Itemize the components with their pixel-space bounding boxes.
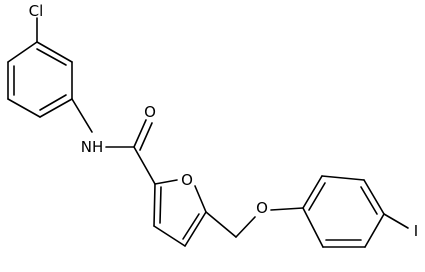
bond (7, 41, 38, 63)
chlorophenyl-ring (7, 41, 73, 118)
double-bond-inner (159, 186, 162, 224)
bond-furan-ch2 (205, 211, 237, 238)
carbonyl-oxygen-label: O (144, 103, 156, 121)
bond (302, 175, 323, 209)
bond-carbonyl-o (133, 119, 147, 148)
nh-label: NH (81, 138, 104, 156)
bond (302, 207, 324, 248)
bond-oxygen-ring (270, 207, 304, 211)
chlorine-label: Cl (29, 2, 44, 20)
bond (39, 98, 73, 118)
bond (363, 179, 385, 215)
bond (7, 98, 41, 118)
bond (321, 175, 365, 181)
furan-oxygen-label: O (181, 171, 193, 189)
bond-carbonyl-furan (133, 146, 156, 185)
iodine-label: I (414, 222, 418, 240)
bond (154, 179, 178, 185)
bond (153, 225, 186, 247)
double-bond-inner (182, 213, 200, 240)
bond-ring-nh (71, 98, 93, 133)
ether-oxygen-label: O (256, 199, 268, 217)
bond (364, 213, 385, 248)
bond-ch2-oxygen (235, 216, 256, 238)
bond (184, 211, 207, 247)
double-bond-inner (36, 48, 67, 66)
bond (153, 183, 156, 227)
double-bond-inner (360, 186, 378, 215)
bond-iodine (383, 213, 409, 229)
double-bond-inner (308, 182, 326, 211)
bond (194, 185, 207, 213)
double-bond-carbonyl (139, 122, 153, 151)
double-bond-inner (39, 94, 67, 111)
bond (36, 41, 73, 63)
furan-ring (153, 179, 207, 247)
iodophenyl-ring (302, 175, 385, 248)
